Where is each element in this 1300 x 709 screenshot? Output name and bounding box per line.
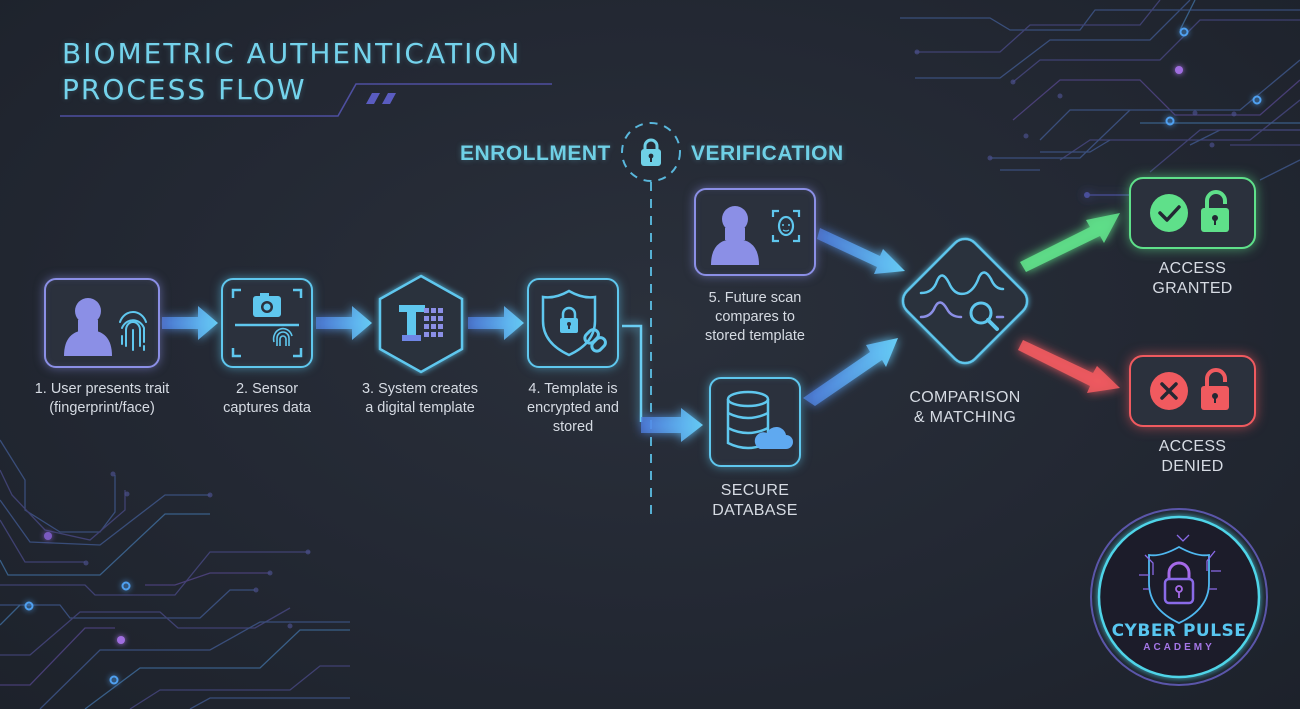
secure-database-node[interactable] xyxy=(709,377,801,467)
verification-label: VERIFICATION xyxy=(691,142,844,165)
comparison-matching-node[interactable] xyxy=(887,223,1043,384)
database-cloud-icon xyxy=(726,390,793,450)
user-fingerprint-icon xyxy=(64,298,147,356)
logo-subtitle: ACADEMY xyxy=(1143,642,1215,653)
camera-sensor-icon xyxy=(231,288,303,358)
template-grid-icon xyxy=(399,305,443,341)
page-title: BIOMETRIC AUTHENTICATION PROCESS FLOW xyxy=(62,36,521,108)
step-1-node[interactable] xyxy=(44,278,160,368)
shield-lock-logo-icon xyxy=(1139,534,1221,624)
step-5-node[interactable] xyxy=(694,188,816,276)
cyber-pulse-logo: CYBER PULSE ACADEMY xyxy=(1087,505,1271,689)
logo-name: CYBER PULSE xyxy=(1111,621,1247,641)
step-1-caption: 1. User presents trait(fingerprint/face) xyxy=(34,381,170,416)
waveform-magnifier-icon xyxy=(919,271,1005,331)
comparison-matching-caption: COMPARISON& MATCHING xyxy=(909,389,1021,426)
check-unlock-icon xyxy=(1149,190,1229,232)
title-line-2: PROCESS FLOW xyxy=(62,73,307,106)
step-2-node[interactable] xyxy=(221,278,313,368)
step-4-node[interactable] xyxy=(527,278,619,368)
title-line-1: BIOMETRIC AUTHENTICATION xyxy=(62,37,522,70)
access-denied-node[interactable] xyxy=(1129,355,1256,427)
enrollment-label: ENROLLMENT xyxy=(460,142,611,165)
access-granted-node[interactable] xyxy=(1129,177,1256,249)
step-3-node[interactable] xyxy=(374,272,468,381)
x-unlock-icon xyxy=(1149,368,1229,410)
lock-icon xyxy=(639,137,663,172)
shield-lock-link-icon xyxy=(541,289,607,357)
user-face-scan-icon xyxy=(711,206,801,265)
